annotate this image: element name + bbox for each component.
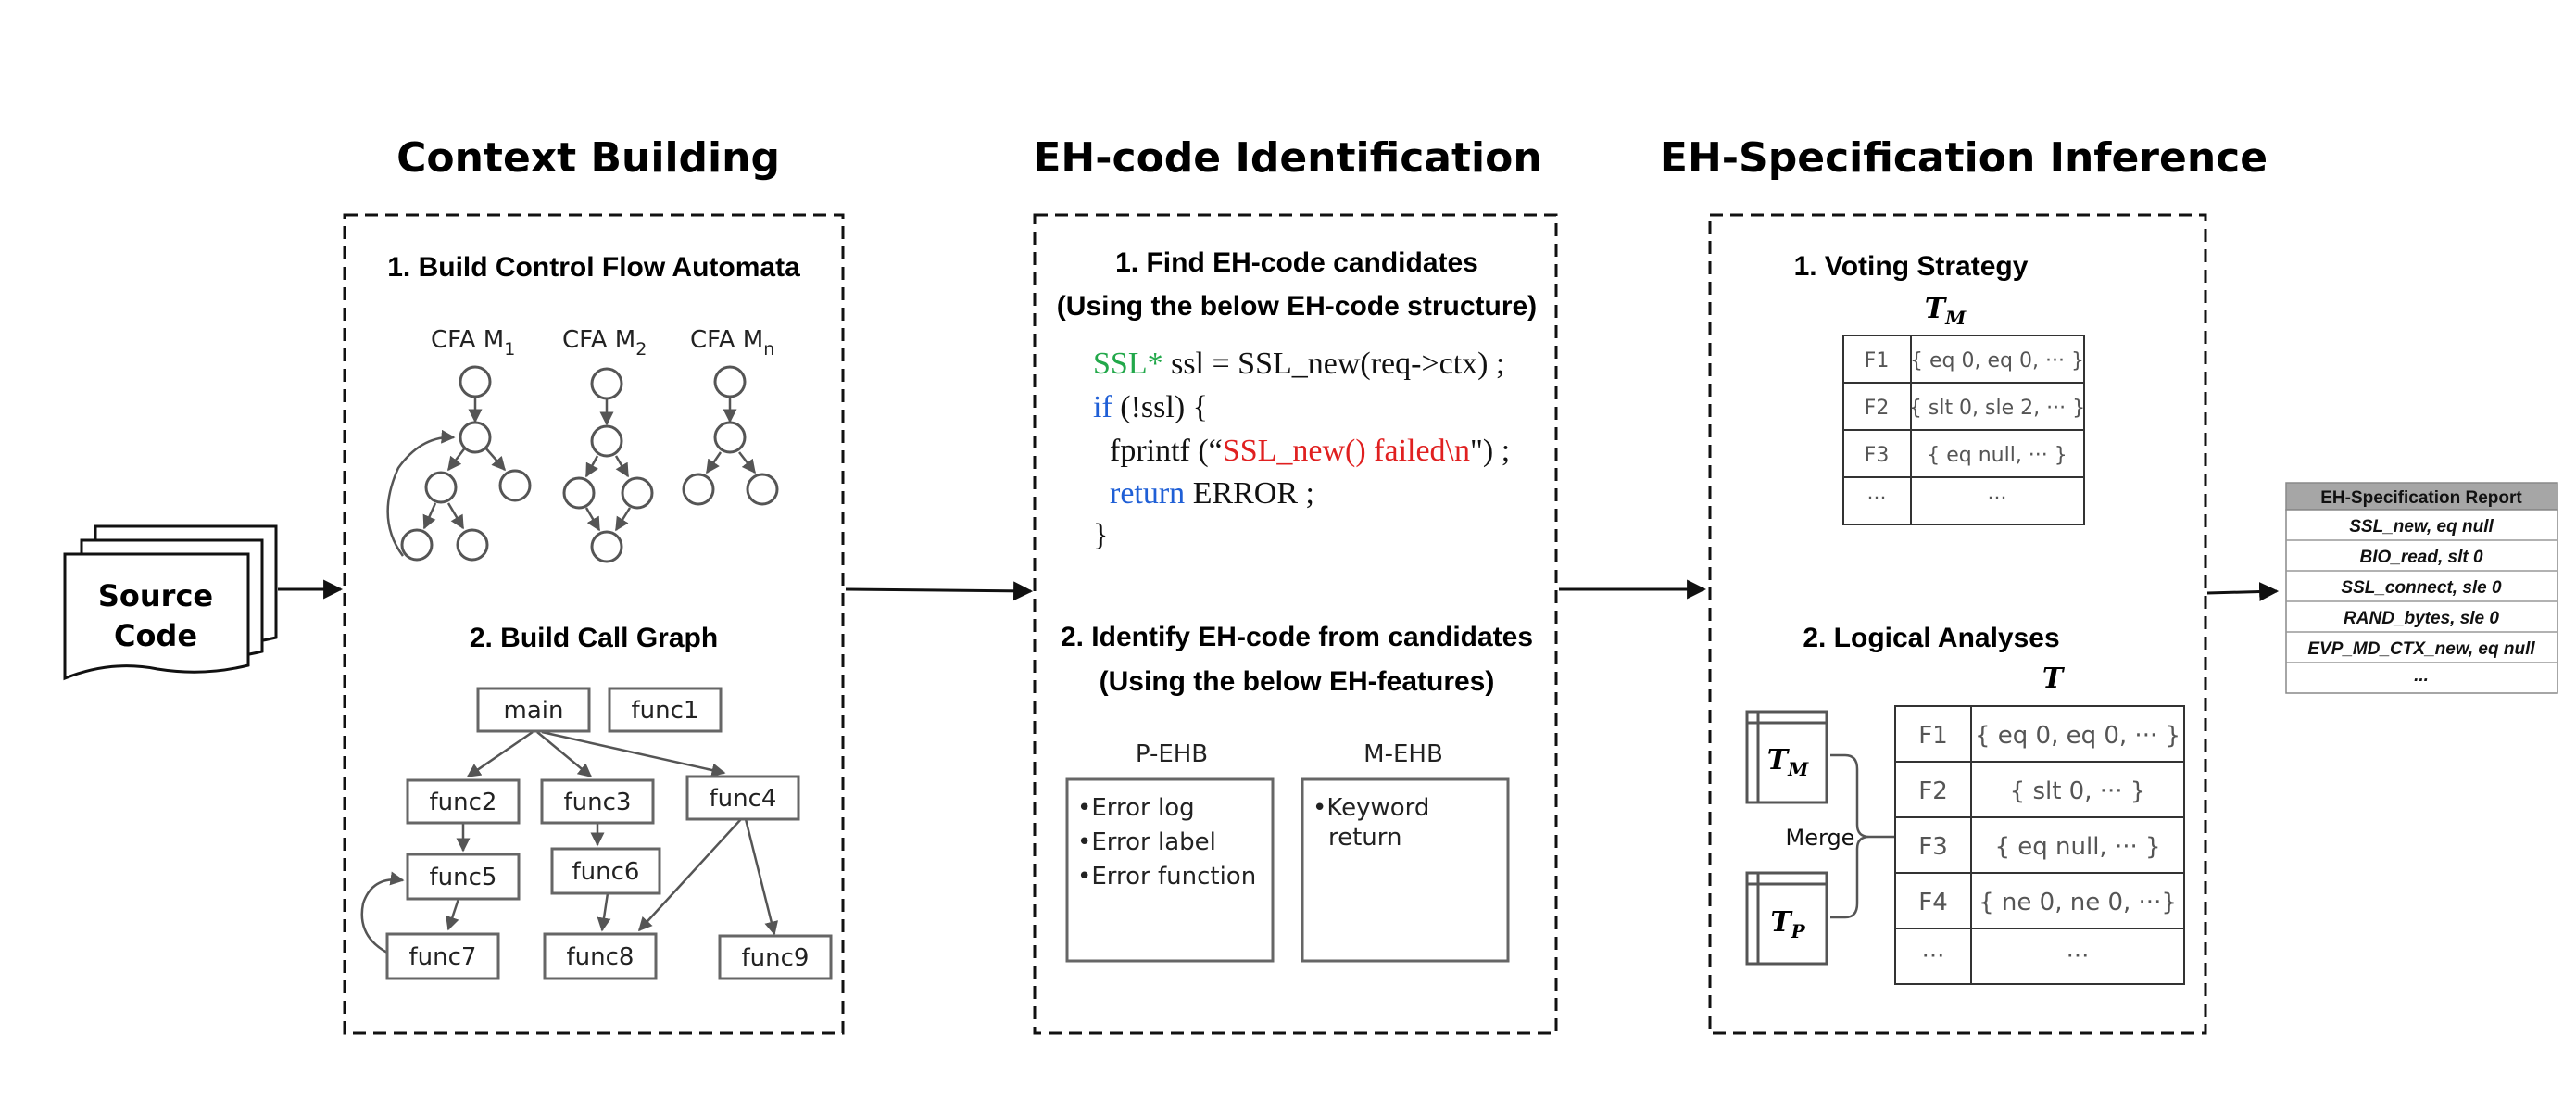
call-node-func4-label: func4 — [710, 785, 777, 813]
mehb-item-1: •Keyword — [1313, 794, 1429, 822]
tm-row-1-key: F1 — [1865, 349, 1890, 373]
cfa-m2-label: CFA M2 — [562, 326, 647, 360]
t-row-5-value: ··· — [2067, 942, 2090, 970]
t-row-4-key: F4 — [1918, 889, 1948, 916]
build-cfa-heading: 1. Build Control Flow Automata — [387, 252, 800, 283]
tm-table-icon — [1745, 710, 1828, 804]
eh-specification-inference-title: EH-Specification Inference — [1660, 134, 2268, 182]
call-node-func4 — [685, 775, 800, 821]
call-node-func8-label: func8 — [567, 943, 635, 971]
eh-code-identification-title: EH-code Identification — [1033, 134, 1541, 182]
tm-table — [1842, 335, 2085, 525]
source-code-icon — [63, 524, 278, 681]
call-node-func1-label: func1 — [632, 697, 699, 725]
context-building-title: Context Building — [396, 134, 780, 182]
report-row-3: SSL_connect, sle 0 — [2341, 578, 2502, 598]
report-row-4: RAND_bytes, sle 0 — [2344, 609, 2499, 628]
call-node-main-label: main — [504, 697, 564, 725]
tm-row-2-value: { slt 0, sle 2, ··· } — [1909, 397, 2085, 420]
cfa-mn-label: CFA Mn — [690, 326, 774, 360]
source-code-label-line1: Source — [98, 578, 213, 613]
pehb-box — [1065, 777, 1275, 963]
t-table-label: T — [2042, 663, 2066, 695]
call-node-func9 — [718, 934, 833, 980]
mehb-item-2: return — [1328, 824, 1402, 852]
call-node-func5-label: func5 — [430, 864, 497, 891]
report-header-bg — [2285, 482, 2558, 511]
tm-icon-label: TM — [1767, 744, 1809, 780]
pehb-item-2: •Error label — [1077, 828, 1216, 856]
call-node-func1 — [608, 687, 723, 733]
report-row-6: ... — [2414, 666, 2429, 686]
tm-row-4-key: ··· — [1867, 487, 1887, 511]
code-line-1: SSL* ssl = SSL_new(req->ctx) ; — [1093, 347, 1504, 381]
t-row-1-key: F1 — [1918, 722, 1948, 750]
mehb-title: M-EHB — [1363, 740, 1443, 768]
pehb-item-1: •Error log — [1077, 794, 1195, 822]
call-node-func3 — [540, 778, 655, 825]
identify-eh-code-heading: 2. Identify EH-code from candidates — [1061, 622, 1533, 652]
t-row-1-value: { eq 0, eq 0, ··· } — [1975, 722, 2180, 750]
call-node-func5 — [406, 853, 521, 901]
call-node-func2 — [406, 778, 521, 825]
merge-label: Merge — [1786, 825, 1855, 851]
merge-brace — [1830, 753, 1890, 919]
report-header: EH-Specification Report — [2320, 488, 2522, 508]
eh-spec-inference-panel — [1708, 213, 2207, 1035]
find-candidates-heading: 1. Find EH-code candidates — [1115, 247, 1478, 278]
report-row-2: BIO_read, slt 0 — [2359, 548, 2482, 567]
code-line-5: } — [1093, 518, 1108, 552]
cfa-m1-graph — [386, 365, 532, 562]
eh-code-snippet: SSL* ssl = SSL_new(req->ctx) ; if (!ssl)… — [1093, 347, 1510, 552]
tm-row-3-value: { eq null, ··· } — [1927, 444, 2067, 467]
find-candidates-subheading: (Using the below EH-code structure) — [1057, 291, 1537, 322]
tm-row-4-value: ··· — [1988, 487, 2007, 511]
cfa-m2-graph — [562, 367, 654, 563]
cfa-mn-graph — [682, 365, 779, 506]
pehb-title: P-EHB — [1136, 740, 1208, 768]
code-line-3: fprintf (“SSL_new() failed\n") ; — [1110, 434, 1510, 468]
tm-row-3-key: F3 — [1865, 444, 1890, 467]
call-node-func8 — [543, 932, 658, 980]
t-row-3-value: { eq null, ··· } — [1994, 833, 2160, 861]
call-node-func3-label: func3 — [564, 789, 632, 816]
tm-row-1-value: { eq 0, eq 0, ··· } — [1910, 349, 2084, 373]
report-row-1: SSL_new, eq null — [2349, 517, 2494, 537]
call-node-func7-label: func7 — [409, 943, 477, 971]
tp-table-icon — [1745, 871, 1828, 966]
call-node-func7 — [385, 932, 500, 980]
t-row-3-key: F3 — [1918, 833, 1948, 861]
call-node-func6 — [550, 847, 661, 895]
call-node-func9-label: func9 — [742, 944, 810, 972]
call-node-main — [476, 687, 591, 733]
t-row-2-value: { slt 0, ··· } — [2010, 777, 2146, 805]
eh-code-identification-panel — [1033, 213, 1558, 1035]
code-line-4: return ERROR ; — [1110, 476, 1314, 511]
call-graph-edges — [360, 730, 779, 954]
source-code-label-line2: Code — [114, 618, 197, 653]
code-line-2: if (!ssl) { — [1093, 390, 1208, 424]
eh-spec-report — [2285, 482, 2558, 694]
t-row-5-key: ··· — [1922, 942, 1945, 970]
identify-eh-code-subheading: (Using the below EH-features) — [1100, 666, 1495, 697]
tm-table-label: TM — [1925, 293, 1967, 329]
cfa-m1-label: CFA M1 — [431, 326, 515, 360]
build-call-graph-heading: 2. Build Call Graph — [470, 623, 718, 653]
arrow-context-to-ehcode — [845, 581, 1034, 601]
tm-row-2-key: F2 — [1865, 397, 1890, 420]
context-building-panel — [343, 213, 845, 1035]
voting-strategy-heading: 1. Voting Strategy — [1794, 251, 2029, 282]
arrow-spec-to-report — [2206, 582, 2280, 602]
call-node-func6-label: func6 — [572, 858, 640, 886]
t-table — [1894, 705, 2185, 985]
t-row-4-value: { ne 0, ne 0, ···} — [1979, 889, 2177, 916]
report-row-5: EVP_MD_CTX_new, eq null — [2307, 639, 2535, 659]
call-node-func2-label: func2 — [430, 789, 497, 816]
logical-analyses-heading: 2. Logical Analyses — [1803, 623, 2059, 653]
tp-icon-label: TP — [1770, 906, 1805, 942]
pehb-item-3: •Error function — [1077, 863, 1256, 891]
t-row-2-key: F2 — [1918, 777, 1948, 805]
mehb-box — [1301, 777, 1510, 963]
